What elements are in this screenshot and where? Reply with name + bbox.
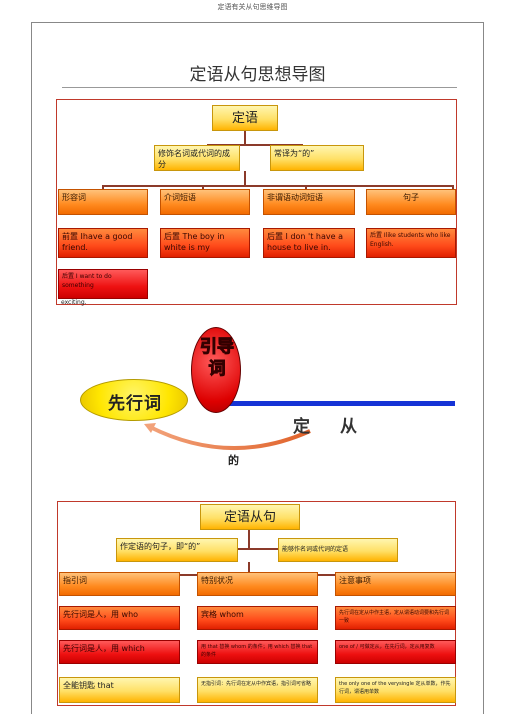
map2-connector [248,562,250,575]
map2-category: 指引词 [59,572,180,596]
map1-connector [207,144,303,146]
map2-level1-item: 能够作名词或代词的定语 [278,538,398,562]
map1-category: 形容词 [58,189,148,215]
map2-cell: 全能钥匙 that [59,677,180,703]
connector-bar [205,401,455,406]
document-title: 定语从句思想导图 [189,65,326,85]
map1-connector [244,131,246,145]
de-label: 的 [228,454,239,467]
map2-root: 定语从句 [200,504,300,530]
map2-category: 特别状况 [197,572,318,596]
title-divider [62,87,457,88]
map2-category: 注意事项 [335,572,456,596]
attributive-clause-label: 定从 [293,417,387,437]
map1-level1-item: 修饰名词或代词的成分 [154,145,240,171]
map2-cell: one of / 可做定从，在先行词，定从用复数 [335,640,456,664]
map1-connector [452,185,454,190]
map1-root: 定语 [212,105,278,131]
map1-level1-item: 常译为“的” [270,145,364,171]
antecedent-label: 先行词 [108,394,162,414]
map1-detail: 后置 Ilike students who like English. [366,228,456,258]
map1-connector [305,185,307,190]
map1-connector [102,185,104,190]
relative-word-label: 引导词 [200,337,235,380]
map2-cell: 用 that 替换 whom 的条件；用 which 替换 that 的条件 [197,640,318,664]
map1-category: 介词短语 [160,189,250,215]
running-header: 定语有关从句思维导图 [217,3,288,11]
curved-arrow [144,423,311,450]
map2-cell: 宾格 whom [197,606,318,630]
page-frame [31,22,484,714]
map1-category: 句子 [366,189,456,215]
map1-extra-detail: 后置 I want to do something [58,269,148,299]
map1-detail: 后置 The boy in white is my [160,228,250,258]
map1-detail: 前置 Ihave a good friend. [58,228,148,258]
map1-connector [102,185,452,187]
map2-cell: the only one of the verysingle 定从单数，作先行词… [335,677,456,703]
map1-connector [202,185,204,190]
map2-cell: 先行词是人，用 which [59,640,180,664]
map1-connector [244,171,246,186]
map2-connector [248,530,250,549]
map2-connector [233,548,283,550]
map1-overflow-text: exciting. [61,299,87,306]
map2-cell: 先行词是人，用 who [59,606,180,630]
map1-category: 非谓语动词短语 [263,189,355,215]
map2-cell: 无指引词：先行词在定从中作宾语，指引词可省略 [197,677,318,703]
map1-detail: 后置 I don 't have a house to live in. [263,228,355,258]
relative-word-oval: 引导词 [191,327,241,413]
antecedent-oval: 先行词 [80,379,188,421]
map2-level1-item: 作定语的句子，即“的” [116,538,238,562]
mindmap-attributive-clause: 定语从句 作定语的句子，即“的” 能够作名词或代词的定语 指引词 特别状况 注意… [57,501,456,706]
map2-cell: 先行词在定从中作主语，定从谓语动词要和先行词一致 [335,606,456,630]
mindmap-attributive: 定语 修饰名词或代词的成分 常译为“的” 形容词 介词短语 非谓语动词短语 句子… [56,99,457,305]
